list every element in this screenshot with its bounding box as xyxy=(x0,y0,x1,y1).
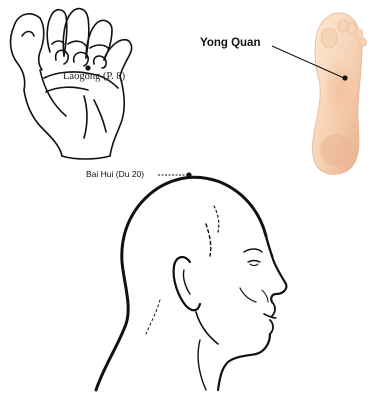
bai-hui-point-marker xyxy=(186,172,191,177)
palm-illustration xyxy=(11,9,132,159)
head-illustration xyxy=(96,177,286,390)
laogong-label: Laogong (P. 8) xyxy=(63,72,125,83)
laogong-point-marker xyxy=(85,65,90,70)
yong-quan-label: Yong Quan xyxy=(200,38,260,50)
sole-illustration xyxy=(313,13,367,174)
yong-quan-point-marker xyxy=(342,75,347,80)
bai-hui-label: Bai Hui (Du 20) xyxy=(86,170,144,179)
